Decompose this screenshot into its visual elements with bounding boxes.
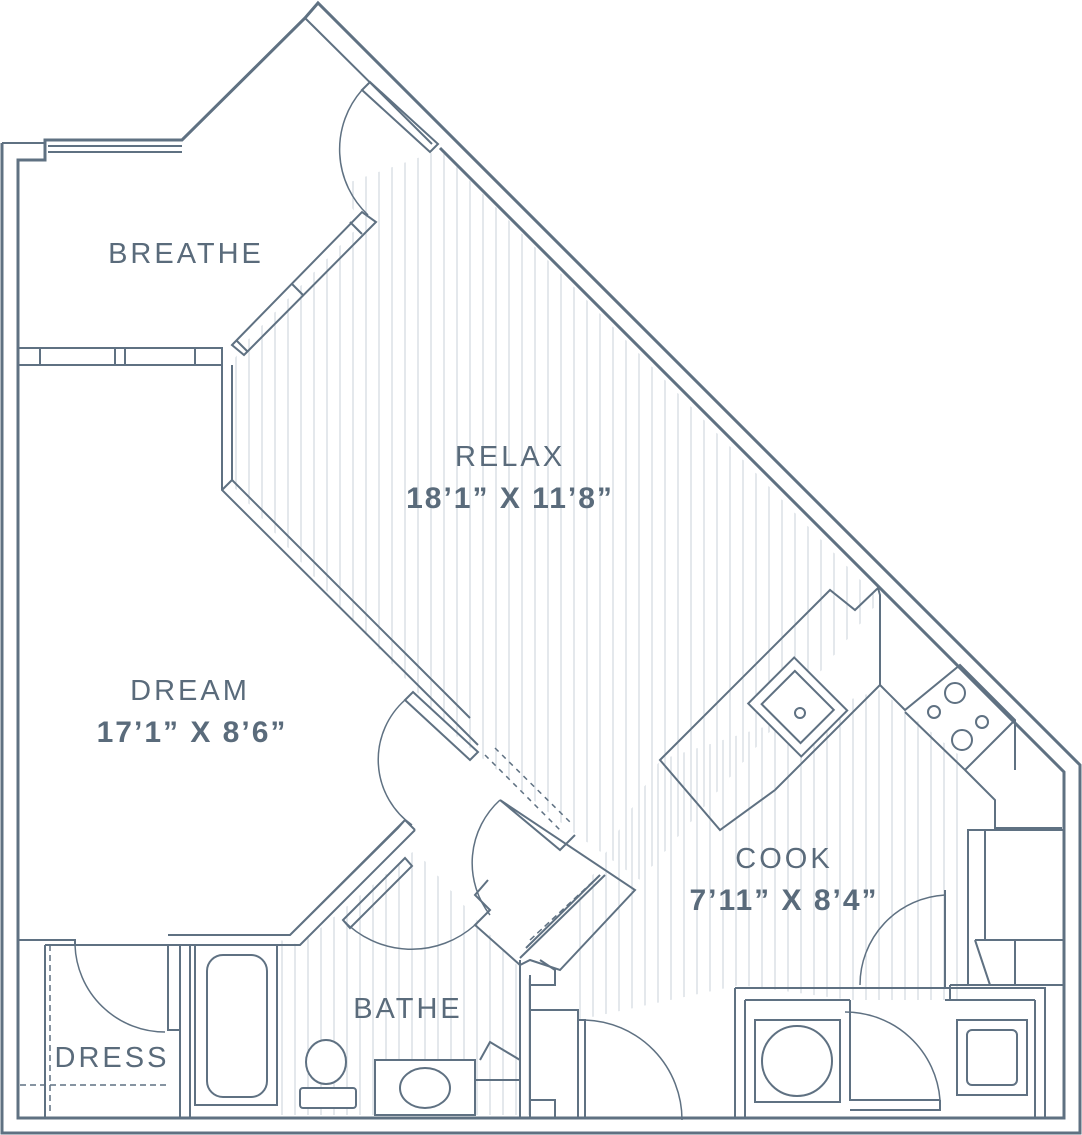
patio-door-swing [338,89,369,216]
dress-rod [20,945,170,1115]
closet-notch [530,959,556,986]
laundry-walls [734,987,1046,1118]
exterior-wall-inner [2,2,433,153]
entry-door-swing [584,1019,683,1121]
bath-walls [179,945,579,1118]
balcony-rail [18,347,223,366]
patio-door-panel [360,80,440,154]
relax-floor-hatching [235,150,874,880]
room-dims-relax: 18’1” X 11’8” [406,482,614,515]
stove-burner [951,729,973,751]
room-name-bathe: BATHE [353,993,463,1025]
closet-shelf [529,874,601,941]
bath-door-swing [342,919,476,950]
stove-burner [975,715,989,729]
room-name-relax: RELAX [455,441,565,473]
sink-drain [794,707,806,719]
room-dims-cook: 7’11” X 8’4” [689,884,878,917]
bathtub-basin [206,954,268,1098]
fixtures [194,656,1028,1116]
water-heater-inner [966,1029,1018,1086]
room-name-dream: DREAM [130,675,250,707]
closet-walls [473,799,637,972]
room-name-cook: COOK [735,843,832,875]
kitchen-island-edge [879,663,1016,770]
kitchen-island [658,586,881,832]
relax-dream-wall [221,365,479,746]
vanity-sink [399,1067,451,1109]
room-dims-dream: 17’1” X 8’6” [97,716,288,749]
refrigerator [967,829,1065,986]
room-name-dress: DRESS [55,1042,170,1074]
stove-burner [944,682,966,704]
toilet-bowl [305,1039,347,1085]
stove-burner [927,705,941,719]
laundry-door-swing [844,1011,941,1101]
breathe-window-wall [230,210,378,357]
room-name-breathe: BREATHE [108,238,264,270]
kitchen-counter [904,711,1062,829]
washer-drum [761,1025,833,1097]
toilet-tank [299,1087,357,1109]
entry-door-jamb [578,1019,586,1118]
pantry-door-swing [859,894,946,986]
closet-door-swing [471,799,501,916]
dress-door-swing [74,944,166,1033]
bedroom-door-panel [403,690,480,762]
bedroom-door-swing [377,699,413,826]
kitchen-sink-basin [760,669,836,745]
dress-walls [18,939,180,1118]
opening-dashed [484,747,571,831]
room-labels: BREATHE RELAX 18’1” X 11’8” DREAM 17’1” … [55,238,878,1074]
linen-shelf [474,1040,521,1115]
pantry-walls [944,890,1065,1000]
